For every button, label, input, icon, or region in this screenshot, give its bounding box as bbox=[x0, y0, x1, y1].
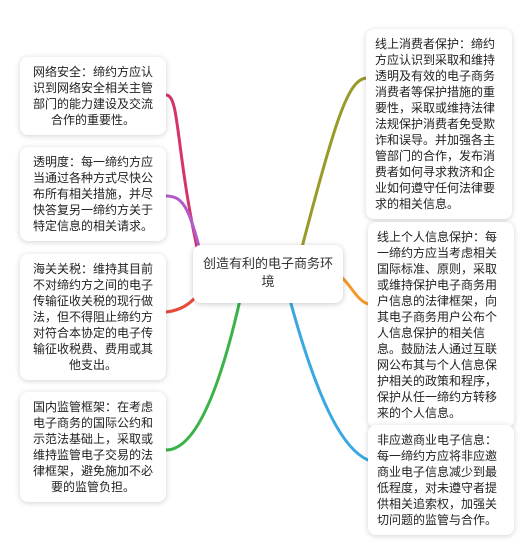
connector-unsolicited-messages bbox=[288, 298, 370, 462]
node-personal-info: 线上个人信息保护：每一缔约方应当考虑相关国际标准、原则，采取或维持保护电子商务用… bbox=[368, 222, 514, 428]
node-consumer-protection-text: 线上消费者保护：缔约方应认识到采取和维持透明及有效的电子商务消费者等保护措施的重… bbox=[375, 37, 496, 211]
central-topic-label: 创造有利的电子商务环境 bbox=[202, 257, 333, 290]
central-topic: 创造有利的电子商务环境 bbox=[193, 245, 343, 303]
node-network-security-text: 网络安全：缔约方应认识到网络安全相关主管部门的能力建设及交流合作的重要性。 bbox=[32, 65, 153, 127]
node-transparency: 透明度：每一缔约方应当通过各种方式尽快公布所有相关措施，并尽快答复另一缔约方关于… bbox=[20, 147, 166, 241]
node-consumer-protection: 线上消费者保护：缔约方应认识到采取和维持透明及有效的电子商务消费者等保护措施的重… bbox=[366, 29, 512, 219]
node-customs-duties-text: 海关关税：维持其目前不对缔约方之间的电子传输征收关税的现行做法，但不得阻止缔约方… bbox=[32, 262, 153, 372]
node-transparency-text: 透明度：每一缔约方应当通过各种方式尽快公布所有相关措施，并尽快答复另一缔约方关于… bbox=[32, 155, 153, 233]
node-domestic-regulation-text: 国内监管框架：在考虑电子商务的国际公约和示范法基础上，采取或维持监管电子交易的法… bbox=[32, 400, 153, 494]
node-customs-duties: 海关关税：维持其目前不对缔约方之间的电子传输征收关税的现行做法，但不得阻止缔约方… bbox=[20, 254, 166, 380]
node-unsolicited-messages: 非应邀商业电子信息：每一缔约方应将非应邀商业电子信息减少到最低程度，对未遵守者提… bbox=[368, 425, 514, 535]
node-domestic-regulation: 国内监管框架：在考虑电子商务的国际公约和示范法基础上，采取或维持监管电子交易的法… bbox=[20, 392, 166, 502]
node-personal-info-text: 线上个人信息保护：每一缔约方应当考虑相关国际标准、原则，采取或维持保护电子商务用… bbox=[377, 230, 498, 420]
connector-domestic-regulation bbox=[164, 298, 242, 452]
node-unsolicited-messages-text: 非应邀商业电子信息：每一缔约方应将非应邀商业电子信息减少到最低程度，对未遵守者提… bbox=[377, 433, 498, 527]
connector-consumer-protection bbox=[298, 76, 368, 257]
node-network-security: 网络安全：缔约方应认识到网络安全相关主管部门的能力建设及交流合作的重要性。 bbox=[20, 57, 166, 135]
